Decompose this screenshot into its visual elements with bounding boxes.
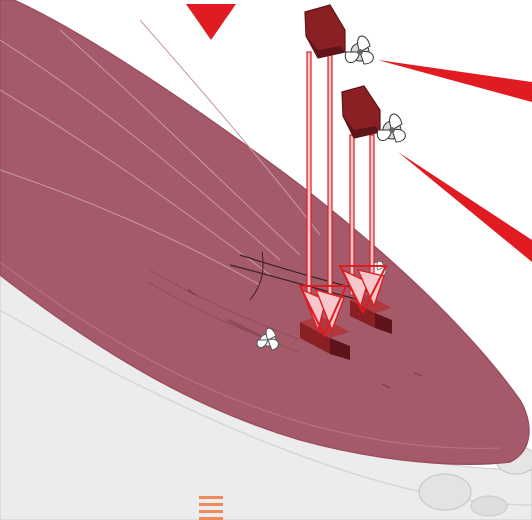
menu-lines-icon <box>199 496 223 520</box>
pod-drive-icon <box>304 4 374 65</box>
down-arrow-icon <box>186 4 236 40</box>
leader-lines <box>378 60 532 262</box>
propeller-icon <box>227 318 279 351</box>
propeller-icon <box>344 35 374 65</box>
installation-arrows <box>298 51 388 338</box>
pod-drive-icon <box>341 85 406 143</box>
hull-deck <box>0 0 530 465</box>
mount-block-left <box>300 316 350 360</box>
propeller-icon <box>376 113 406 143</box>
